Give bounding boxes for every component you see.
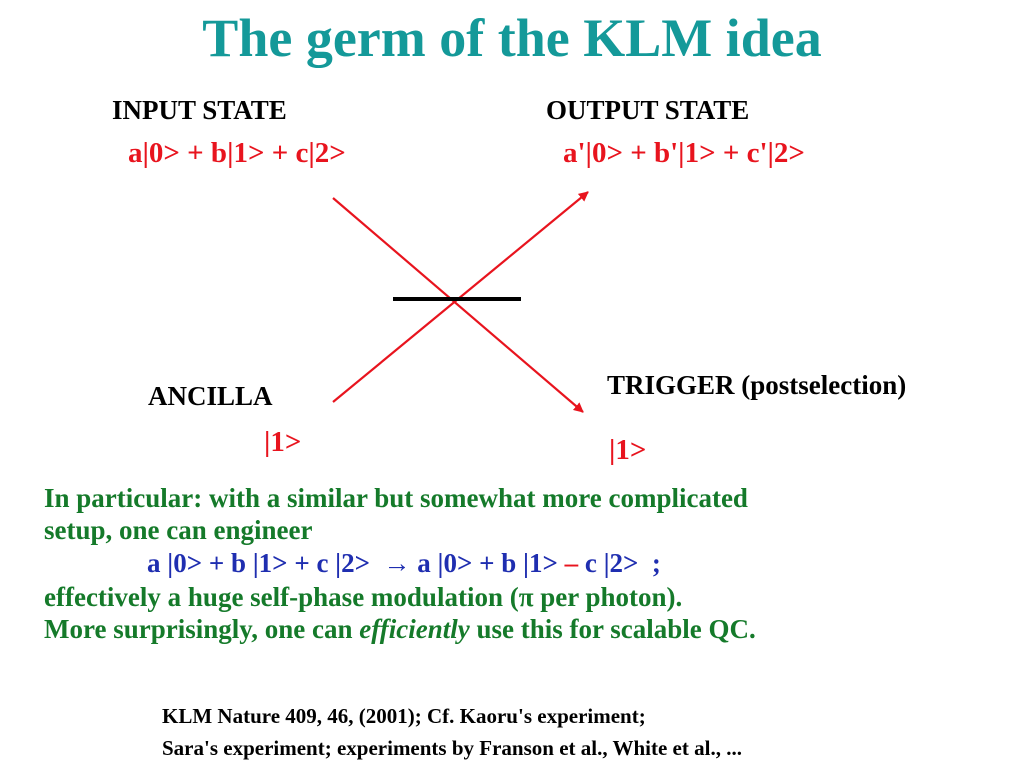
equation-minus: – bbox=[564, 548, 579, 578]
body-line-4: effectively a huge self-phase modulation… bbox=[44, 582, 683, 612]
equation-left: a |0> + b |1> + c |2> bbox=[147, 548, 371, 578]
body-line-5-post: use this for scalable QC. bbox=[476, 614, 756, 644]
output-state-label: OUTPUT STATE bbox=[546, 95, 750, 125]
trigger-state-value: |1> bbox=[609, 434, 647, 466]
phase-equation: a |0> + b |1> + c |2> → a |0> + b |1> – … bbox=[147, 547, 661, 579]
body-line-2: setup, one can engineer bbox=[44, 515, 313, 545]
page-title: The germ of the KLM idea bbox=[202, 8, 822, 68]
reference-line-1: KLM Nature 409, 46, (2001); Cf. Kaoru's … bbox=[162, 704, 646, 728]
body-line-1: In particular: with a similar but somewh… bbox=[44, 483, 748, 513]
right-arrow-icon: → bbox=[383, 548, 411, 578]
input-state-value: a|0> + b|1> + c|2> bbox=[128, 137, 346, 169]
body-line-5: More surprisingly, one can efficiently u… bbox=[44, 613, 756, 645]
reference-line-2: Sara's experiment; experiments by Franso… bbox=[162, 736, 742, 760]
ancilla-label: ANCILLA bbox=[148, 381, 273, 411]
trigger-label: TRIGGER (postselection) bbox=[607, 370, 907, 400]
equation-end: ; bbox=[651, 548, 661, 578]
body-line-5-pre: More surprisingly, one can bbox=[44, 614, 353, 644]
equation-right-b: c |2> bbox=[584, 548, 639, 578]
ancilla-state-value: |1> bbox=[264, 426, 302, 458]
input-beam bbox=[332, 197, 584, 413]
input-state-label: INPUT STATE bbox=[112, 95, 287, 125]
body-line-5-emphasis: efficiently bbox=[359, 614, 470, 644]
equation-right-a: a |0> + b |1> bbox=[417, 548, 558, 578]
output-state-value: a'|0> + b'|1> + c'|2> bbox=[563, 137, 805, 169]
